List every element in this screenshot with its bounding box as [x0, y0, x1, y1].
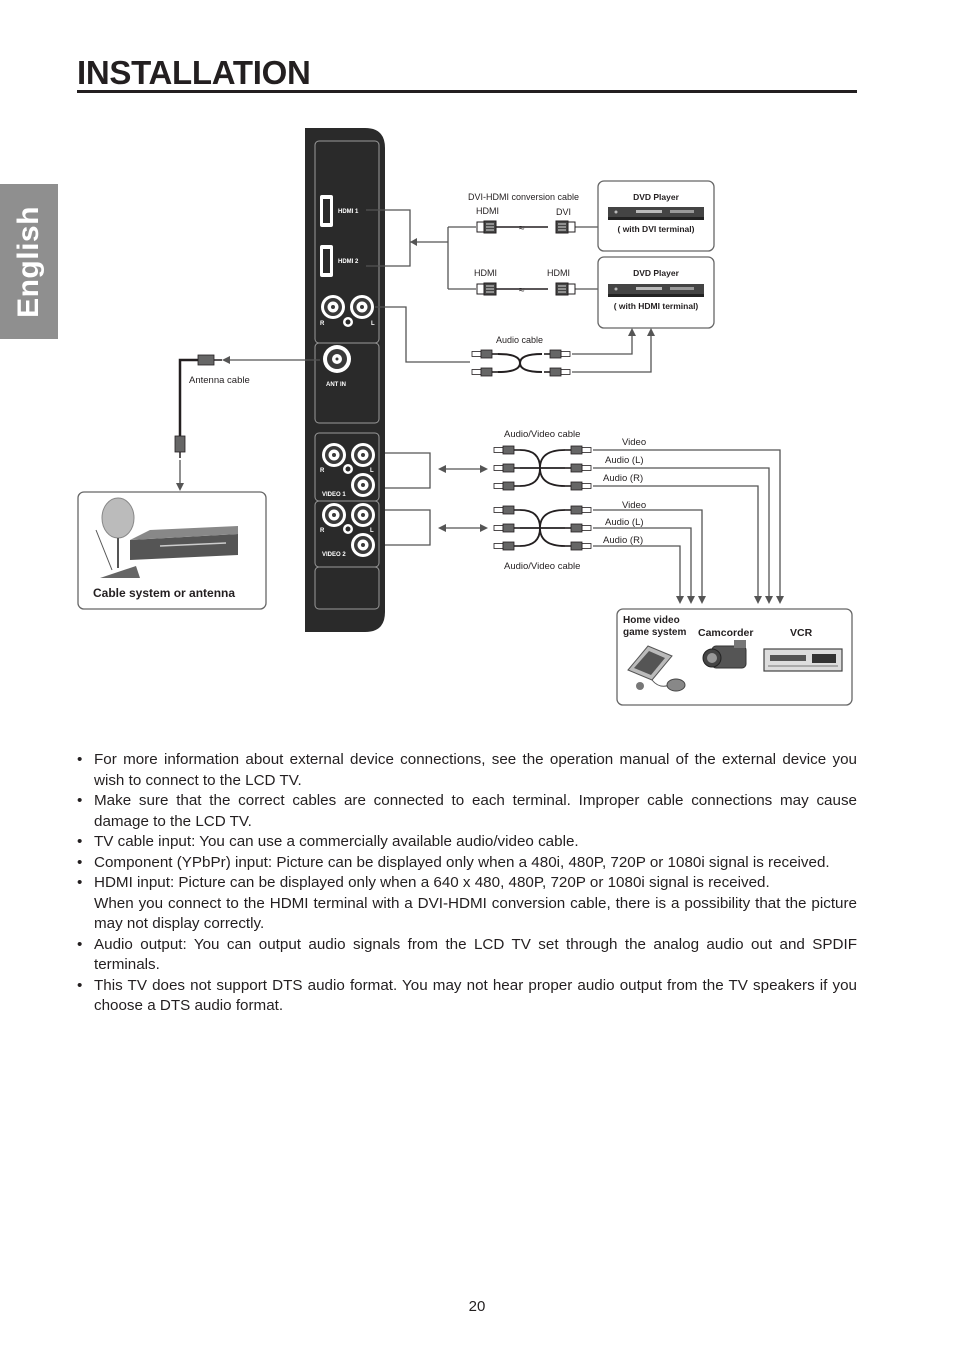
svg-text:VCR: VCR [790, 627, 813, 639]
svg-text:L: L [370, 468, 374, 474]
svg-text:≈: ≈ [519, 285, 525, 296]
svg-text:L: L [371, 321, 375, 327]
hdmi1-label: HDMI 1 [338, 209, 359, 215]
svg-text:DVD Player: DVD Player [633, 192, 680, 202]
svg-text:HDMI: HDMI [476, 206, 499, 216]
video1-l-jack [351, 443, 375, 467]
hdmi-audio-l-jack [350, 295, 374, 319]
camcorder-icon [702, 640, 747, 669]
svg-text:HDMI: HDMI [547, 268, 570, 278]
cable-system-label: Cable system or antenna [93, 586, 235, 600]
vcr-icon [763, 648, 843, 672]
note-item: Make sure that the correct cables are co… [77, 791, 857, 832]
av-cable-label-top: Audio/Video cable [504, 429, 580, 440]
ant-in-jack [323, 345, 351, 373]
video1-video-jack [351, 473, 375, 497]
svg-text:R: R [320, 468, 325, 474]
av-cable-1 [493, 445, 592, 491]
note-item: When you connect to the HDMI terminal wi… [94, 894, 857, 933]
audio-cable-label: Audio cable [496, 335, 543, 345]
dvi-hdmi-cable-label: DVI-HDMI conversion cable [468, 192, 579, 202]
language-tab: English [0, 184, 58, 339]
svg-text:R: R [320, 528, 325, 534]
set-top-box-icon [130, 526, 238, 560]
svg-text:Audio (R): Audio (R) [603, 535, 643, 546]
satellite-dish-icon [95, 497, 140, 578]
hdmi-audio-r-jack [321, 295, 345, 319]
hdmi2-label: HDMI 2 [338, 259, 359, 265]
antenna-cable-label: Antenna cable [189, 375, 250, 386]
svg-text:Audio (L): Audio (L) [605, 517, 644, 528]
svg-text:Video: Video [622, 437, 646, 448]
svg-text:HDMI: HDMI [474, 268, 497, 278]
video1-label: VIDEO 1 [322, 492, 346, 498]
video2-l-jack [351, 503, 375, 527]
note-item: For more information about external devi… [77, 750, 857, 791]
svg-text:Audio (R): Audio (R) [603, 473, 643, 484]
hdmi1-port [320, 195, 333, 227]
hdmi2-port [320, 245, 333, 277]
svg-text:Home video: Home video [623, 615, 680, 626]
note-item: HDMI input: Picture can be displayed onl… [77, 873, 857, 894]
note-item: Audio output: You can output audio signa… [77, 935, 857, 976]
note-item: This TV does not support DTS audio forma… [77, 976, 857, 1017]
ant-in-label: ANT IN [326, 382, 346, 388]
svg-text:Video: Video [622, 500, 646, 511]
antenna-port-group [314, 342, 380, 424]
svg-text:R: R [320, 321, 325, 327]
page-number: 20 [468, 1298, 486, 1315]
svg-text:( with DVI terminal): ( with DVI terminal) [618, 224, 695, 234]
video1-r-jack [322, 443, 346, 467]
video2-r-jack [322, 503, 346, 527]
svg-text:≈: ≈ [519, 223, 525, 234]
video2-video-jack [351, 533, 375, 557]
note-item: Component (YPbPr) input: Picture can be … [77, 853, 857, 874]
title-rule [77, 90, 857, 93]
av-cable-label-bottom: Audio/Video cable [504, 561, 580, 572]
note-item: TV cable input: You can use a commercial… [77, 832, 857, 853]
svg-text:Camcorder: Camcorder [698, 627, 753, 639]
video2-label: VIDEO 2 [322, 552, 346, 558]
svg-text:Audio (L): Audio (L) [605, 455, 644, 466]
svg-text:game system: game system [623, 627, 686, 638]
game-system-icon [627, 645, 686, 692]
svg-text:DVD Player: DVD Player [633, 268, 680, 278]
installation-notes: For more information about external devi… [77, 750, 857, 1017]
av-cable-2 [493, 505, 592, 551]
svg-text:( with HDMI terminal): ( with HDMI terminal) [614, 301, 699, 311]
svg-text:DVI: DVI [556, 207, 571, 217]
svg-text:L: L [370, 528, 374, 534]
page-title: INSTALLATION [77, 54, 311, 91]
antenna-connector [174, 354, 222, 458]
